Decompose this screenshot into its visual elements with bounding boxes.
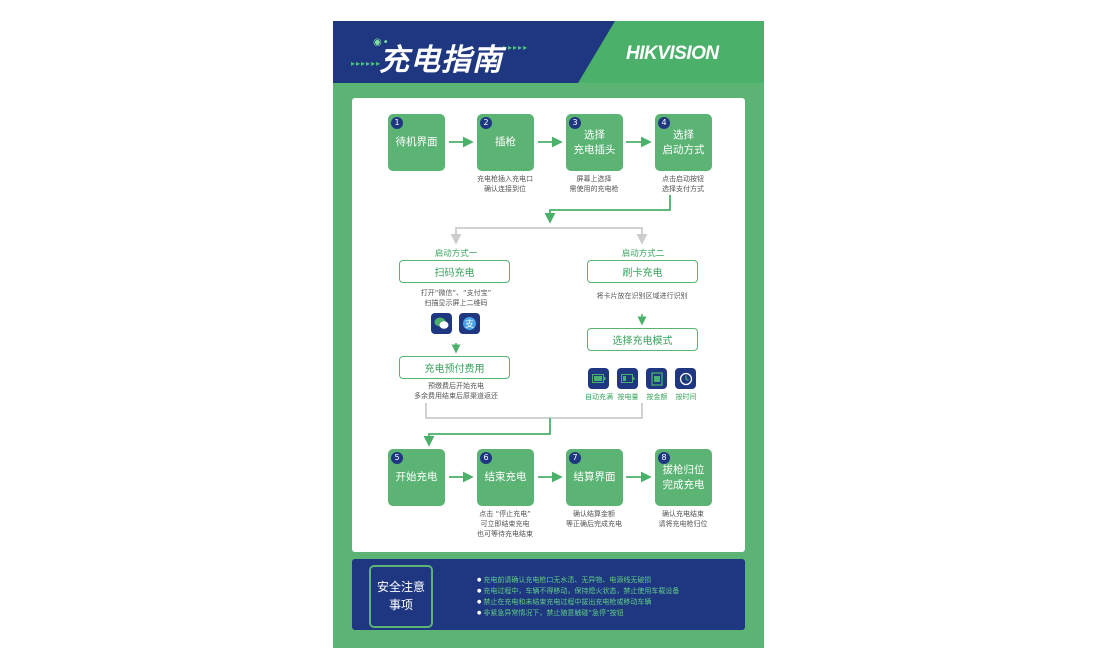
mode-label: 自动充满 [585,393,613,401]
step-number: 3 [569,117,581,129]
step-standby: 1 待机界面 [388,114,445,171]
step-caption: 点击启动按钮选择支付方式 [662,175,704,194]
step-label: 充电插头 [573,143,616,156]
safety-title: 安全注意 事项 [369,565,433,628]
step-label: 开始充电 [395,471,438,484]
step-plug-in: 2 插枪 [477,114,534,171]
step-label: 选择 [584,129,605,142]
step-caption: 点击 “停止充电”可立即结束充电也可等待充电结束 [477,510,533,539]
header-dots-left: ▸▸▸▸▸▸ [351,59,382,68]
header-green-band [578,21,764,83]
mode-label: 按金额 [646,393,668,401]
step-caption: 确认充电结束请将充电枪归位 [658,510,708,529]
battery-full-icon [588,368,609,389]
mode-label: 按时间 [675,393,697,401]
step-number: 8 [658,452,670,464]
svg-text:支: 支 [465,318,474,330]
safety-rule: 非紧急异常情况下，禁止随意触碰“急停”按钮 [477,608,623,618]
header-spark-icon: ◉• [373,37,390,48]
step-number: 7 [569,452,581,464]
step-label: 完成充电 [662,478,705,491]
money-icon [646,368,667,389]
step-number: 6 [480,452,492,464]
header-dots-right: ▸▸▸▸▸ [503,43,529,52]
step-number: 5 [391,452,403,464]
clock-icon [675,368,696,389]
step-caption: 充电枪插入充电口确认连接到位 [477,175,533,194]
step-caption: 屏幕上选择需使用的充电枪 [569,175,619,194]
safety-rule: 禁止在充电和未结束充电过程中拔出充电枪或移动车辆 [477,597,651,607]
method2-caption: 将卡片放在识别区域进行识别 [596,292,688,300]
step-select-start-method: 4 选择 启动方式 [655,114,712,171]
method1-caption2: 预缴费后开始充电多余费用结束后原渠道返还 [414,382,498,401]
method1-qr-pill: 扫码充电 [399,260,510,283]
charging-guide-poster: ▸▸▸▸▸▸ ▸▸▸▸▸ ◉• 充电指南 HIKVISION [333,21,764,648]
page-title: 充电指南 [379,43,503,78]
step-number: 1 [391,117,403,129]
method2-card-pill: 刷卡充电 [587,260,698,283]
method2-mode-pill: 选择充电模式 [587,328,698,351]
step-end-charging: 6 结束充电 [477,449,534,506]
step-select-connector: 3 选择 充电插头 [566,114,623,171]
safety-rule: 充电过程中，车辆不得移动，保持熄火状态，禁止使用车载设备 [477,586,679,596]
step-label: 选择 [673,129,694,142]
step-settlement: 7 结算界面 [566,449,623,506]
safety-rule: 充电前请确认充电枪口无水渍、无异物、电源线无破损 [477,575,651,585]
process-panel: 1 待机界面 2 插枪 3 选择 充电插头 4 选择 启动方式 充电枪插入充电口… [352,98,745,552]
step-label: 拔枪归位 [662,464,705,477]
step-label: 启动方式 [662,143,705,156]
method1-caption: 打开“微信”、“支付宝”扫描显示屏上二维码 [420,289,492,308]
brand-logo: HIKVISION [626,43,719,64]
step-caption: 确认结算金额等正确后完成充电 [566,510,622,529]
step-label: 结束充电 [484,471,527,484]
step-number: 4 [658,117,670,129]
step-number: 2 [480,117,492,129]
step-start-charging: 5 开始充电 [388,449,445,506]
method1-heading: 启动方式一 [434,249,478,259]
battery-icon [617,368,638,389]
method1-prepay-pill: 充电预付费用 [399,356,510,379]
flow-connectors [423,136,671,483]
step-unplug-complete: 8 拔枪归位 完成充电 [655,449,712,506]
alipay-icon: 支 [459,313,480,334]
safety-notice-panel: 安全注意 事项 充电前请确认充电枪口无水渍、无异物、电源线无破损 充电过程中，车… [352,559,745,630]
step-label: 插枪 [495,136,516,149]
wechat-icon [431,313,452,334]
mode-label: 按电量 [617,393,639,401]
step-label: 结算界面 [573,471,616,484]
method2-heading: 启动方式二 [621,249,665,259]
step-label: 待机界面 [395,136,438,149]
